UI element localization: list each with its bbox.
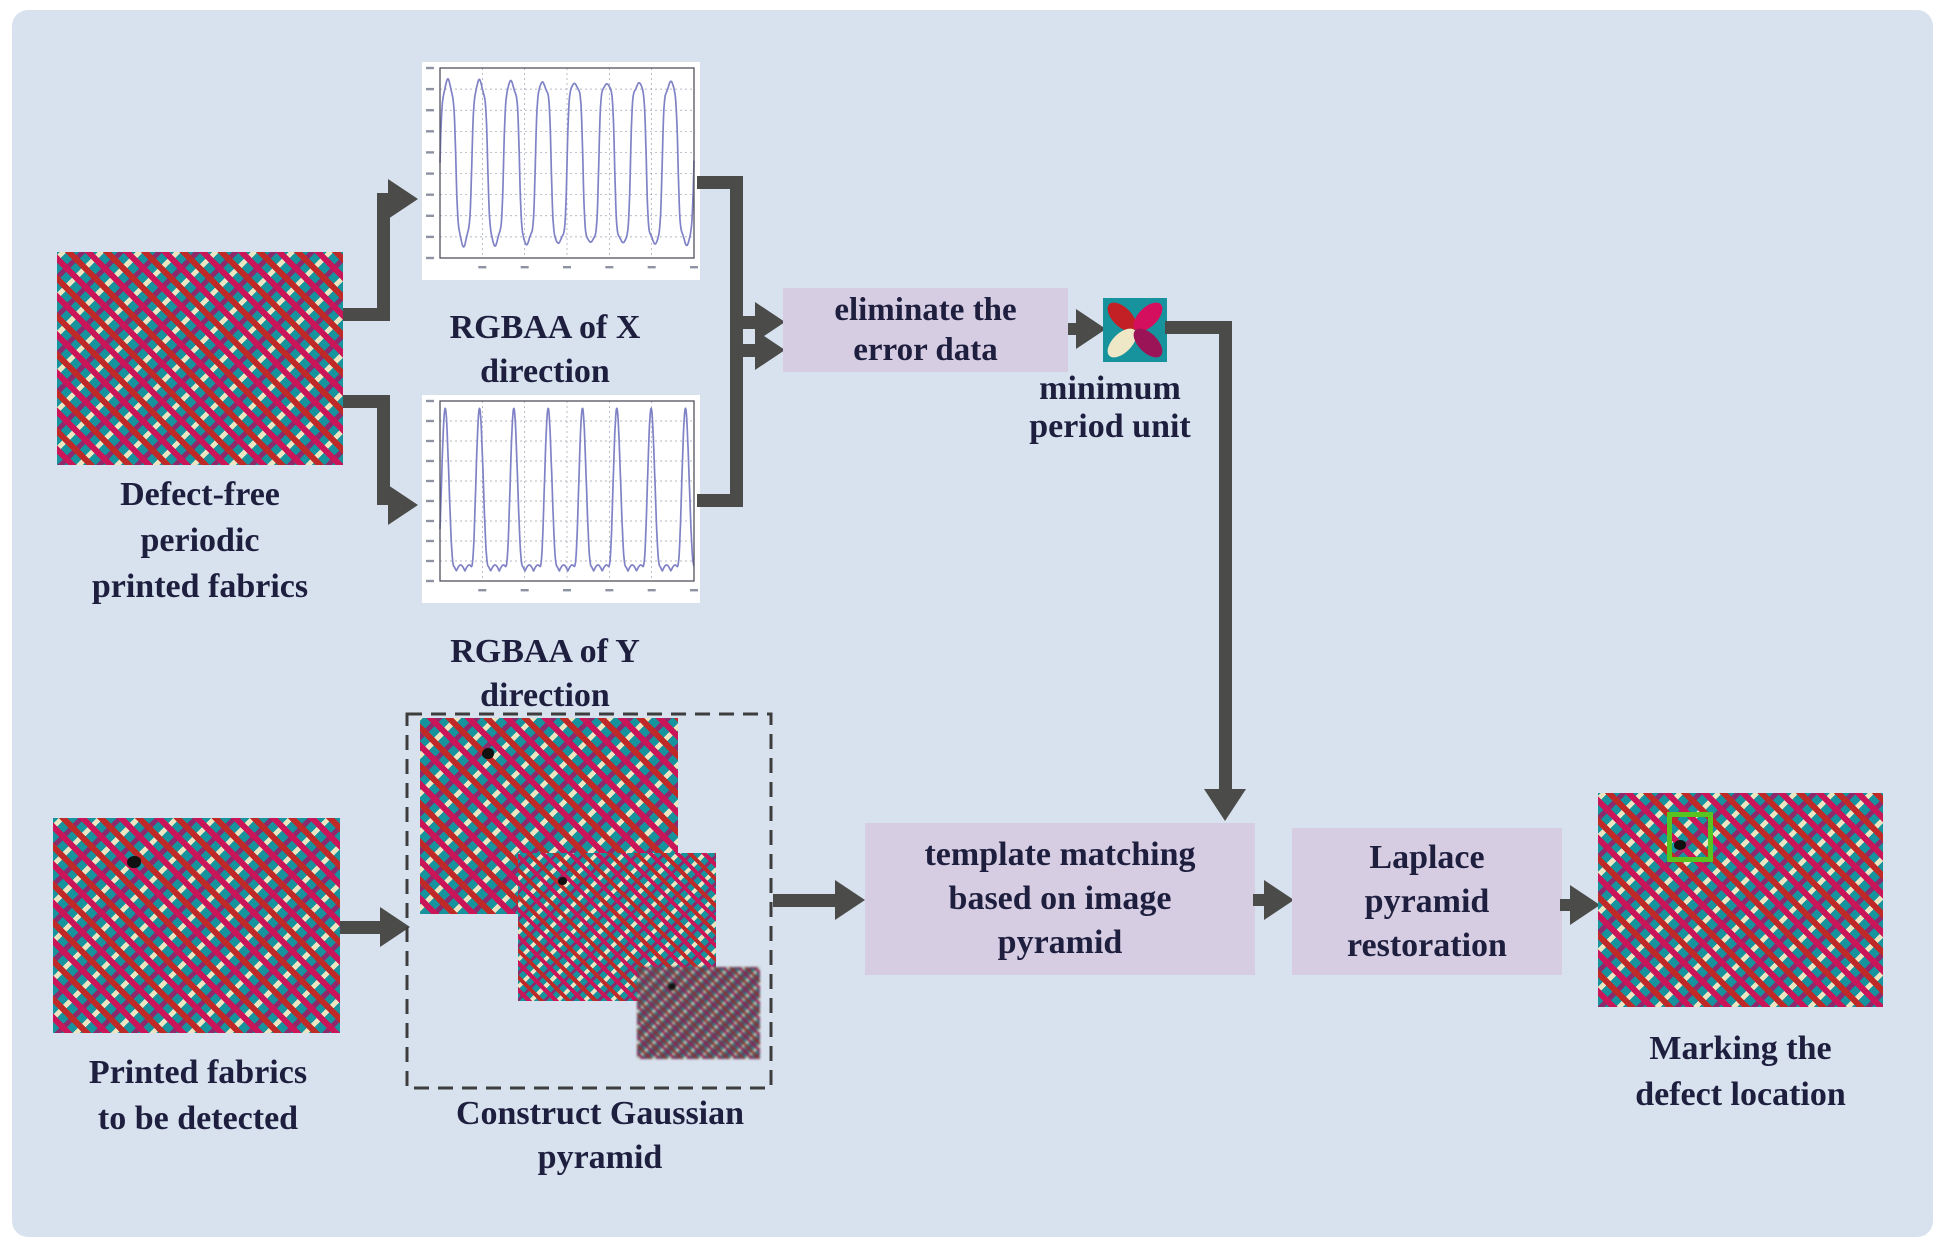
- printed-fabric-caption: Printed fabrics to be detected: [33, 1050, 363, 1142]
- caption-line: defect location: [1635, 1076, 1846, 1113]
- defect-free-fabric-image: [57, 252, 343, 465]
- caption-line: minimum: [1039, 370, 1181, 407]
- arrow-right-icon: [755, 330, 785, 370]
- defect-dot: [558, 877, 567, 885]
- box-line: eliminate the: [834, 292, 1017, 328]
- box-line: template matching: [924, 836, 1196, 873]
- caption-line: periodic: [140, 522, 260, 559]
- defect-dot: [127, 856, 141, 868]
- defect-dot: [1674, 840, 1686, 850]
- arrow-shaft: [377, 193, 390, 321]
- minimum-period-unit-swatch: [1103, 298, 1167, 362]
- box-line: Laplace: [1369, 838, 1485, 876]
- rgbaa-x-plot: [422, 62, 700, 280]
- defect-marker-box: [1667, 812, 1713, 862]
- caption-line: Printed fabrics: [88, 1054, 308, 1091]
- template-matching-box: template matching based on image pyramid: [865, 823, 1255, 975]
- arrow-right-icon: [1264, 880, 1294, 920]
- caption-line: RGBAA of Y: [450, 633, 640, 670]
- defect-dot: [668, 983, 676, 990]
- marked-result-image: [1598, 793, 1883, 1007]
- arrow-shaft: [743, 316, 757, 329]
- box-line: restoration: [1347, 926, 1507, 964]
- rgbaa-y-caption: RGBAA of Y direction: [395, 630, 695, 718]
- box-line: error data: [853, 332, 998, 368]
- arrow-shaft: [1219, 321, 1232, 791]
- caption-line: to be detected: [97, 1100, 299, 1137]
- caption-line: RGBAA of X: [449, 309, 641, 346]
- arrow-right-icon: [388, 179, 418, 219]
- minimum-period-unit-caption: minimum period unit: [955, 370, 1265, 446]
- defect-dot: [482, 748, 494, 759]
- arrow-right-icon: [380, 907, 410, 947]
- caption-line: Defect-free: [120, 476, 280, 513]
- arrow-shaft: [773, 894, 837, 907]
- box-line: pyramid: [997, 924, 1123, 961]
- arrow-shaft: [1165, 321, 1232, 334]
- defect-free-fabric-caption: Defect-free periodic printed fabrics: [40, 472, 360, 610]
- caption-line: direction: [480, 677, 610, 714]
- pyramid-level-3-image: [637, 967, 760, 1059]
- caption-line: direction: [480, 353, 610, 390]
- box-line: pyramid: [1364, 882, 1490, 920]
- arrow-right-icon: [388, 485, 418, 525]
- printed-fabric-image: [53, 818, 340, 1033]
- caption-line: Construct Gaussian: [455, 1095, 745, 1132]
- arrow-right-icon: [1076, 309, 1106, 349]
- arrow-shaft: [730, 176, 743, 507]
- arrow-shaft: [743, 344, 757, 357]
- gaussian-pyramid-caption: Construct Gaussian pyramid: [410, 1092, 790, 1180]
- box-line: based on image: [948, 880, 1172, 917]
- caption-line: Marking the: [1649, 1030, 1832, 1067]
- laplace-restoration-box: Laplace pyramid restoration: [1292, 828, 1562, 975]
- marked-result-caption: Marking the defect location: [1583, 1026, 1898, 1118]
- arrow-shaft: [377, 395, 390, 505]
- arrow-shaft: [340, 921, 392, 934]
- arrow-right-icon: [835, 880, 865, 920]
- rgbaa-y-plot: [422, 395, 700, 603]
- caption-line: pyramid: [537, 1139, 663, 1176]
- gaussian-pyramid-box: [405, 712, 773, 1090]
- caption-line: printed fabrics: [91, 568, 309, 605]
- eliminate-error-data-box: eliminate the error data: [783, 288, 1068, 372]
- arrow-down-icon: [1204, 789, 1246, 821]
- rgbaa-x-caption: RGBAA of X direction: [395, 306, 695, 394]
- caption-line: period unit: [1029, 408, 1191, 445]
- arrow-right-icon: [1570, 885, 1600, 925]
- arrow-shaft: [697, 494, 743, 507]
